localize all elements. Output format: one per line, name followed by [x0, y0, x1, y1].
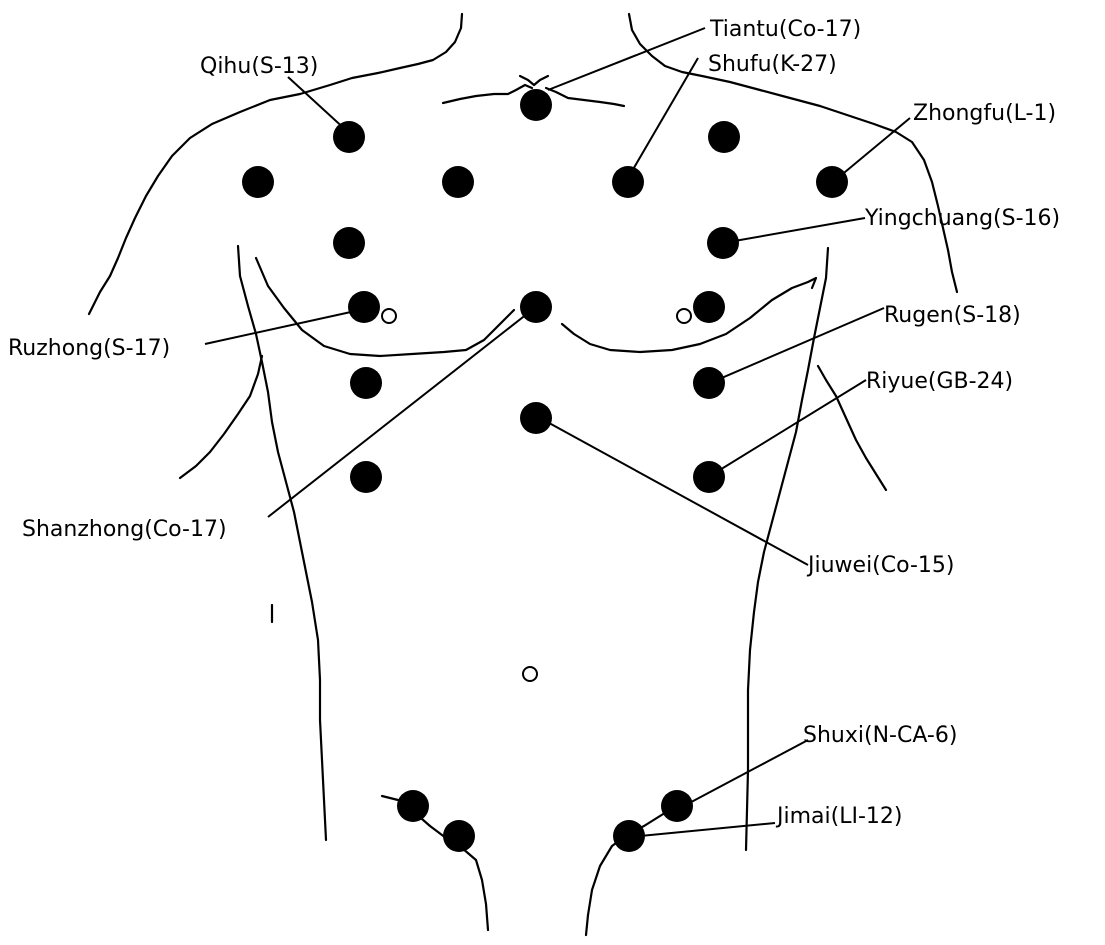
left-arm-line	[180, 356, 262, 478]
label-rugen: Rugen(S-18)	[884, 303, 1021, 328]
navel-marker	[523, 667, 537, 681]
leader-shuxi	[680, 740, 808, 808]
left-pectoral-line	[256, 258, 514, 356]
acupoint-ruzhong-right	[693, 291, 725, 323]
clavicle-left-line	[443, 85, 532, 103]
acupoint-rugen-left	[350, 367, 382, 399]
acupoint-tiantu	[520, 89, 552, 121]
acupoint-yingchuang-right	[707, 227, 739, 259]
acupoints	[242, 89, 848, 852]
label-shanzhong: Shanzhong(Co-17)	[22, 517, 227, 542]
leader-ruzhong	[205, 310, 360, 344]
left-torso-side	[238, 246, 326, 840]
acupoint-jimai-right	[613, 820, 645, 852]
label-zhongfu: Zhongfu(L-1)	[913, 101, 1056, 126]
sternal-notch-mark	[520, 76, 548, 85]
body-outline	[89, 14, 957, 935]
leader-yingchuang	[723, 218, 865, 243]
acupoint-shuxi-right	[661, 790, 693, 822]
leader-lines	[205, 28, 910, 837]
label-ruzhong: Ruzhong(S-17)	[8, 336, 170, 361]
acupoint-jimai-left	[443, 820, 475, 852]
acupoint-shufu-right	[612, 166, 644, 198]
label-tiantu: Tiantu(Co-17)	[709, 17, 861, 42]
leader-shufu	[628, 58, 698, 178]
acupoint-zhongfu-left	[242, 166, 274, 198]
leader-tiantu	[548, 28, 705, 90]
leader-shanzhong	[268, 310, 532, 517]
label-qihu: Qihu(S-13)	[200, 54, 318, 79]
leader-qihu	[288, 77, 348, 132]
label-jimai: Jimai(LI-12)	[775, 804, 902, 829]
leader-jimai	[630, 823, 775, 837]
acupoint-qihu-right	[708, 121, 740, 153]
acupoint-jiuwei	[520, 402, 552, 434]
label-shufu: Shufu(K-27)	[708, 52, 837, 77]
nipple-marker-left	[382, 309, 396, 323]
label-riyue: Riyue(GB-24)	[866, 369, 1013, 394]
acupoint-riyue-left	[350, 461, 382, 493]
acupoint-ruzhong-left	[348, 291, 380, 323]
acupoint-qihu-left	[333, 121, 365, 153]
acupoint-shanzhong	[520, 291, 552, 323]
acupoint-rugen-right	[693, 367, 725, 399]
leader-rugen	[710, 308, 884, 383]
inguinal-left-line	[382, 796, 488, 930]
acupoint-riyue-right	[693, 461, 725, 493]
nipple-marker-right	[677, 309, 691, 323]
acupoint-shuxi-left	[397, 790, 429, 822]
clavicle-right-line	[546, 88, 624, 106]
label-jiuwei: Jiuwei(Co-15)	[806, 553, 955, 578]
reference-markers	[382, 309, 691, 681]
label-shuxi: Shuxi(N-CA-6)	[803, 723, 957, 748]
label-yingchuang: Yingchuang(S-16)	[864, 206, 1060, 231]
acupoint-shufu-left	[442, 166, 474, 198]
acupoint-zhongfu-right	[816, 166, 848, 198]
acupoint-yingchuang-left	[333, 227, 365, 259]
